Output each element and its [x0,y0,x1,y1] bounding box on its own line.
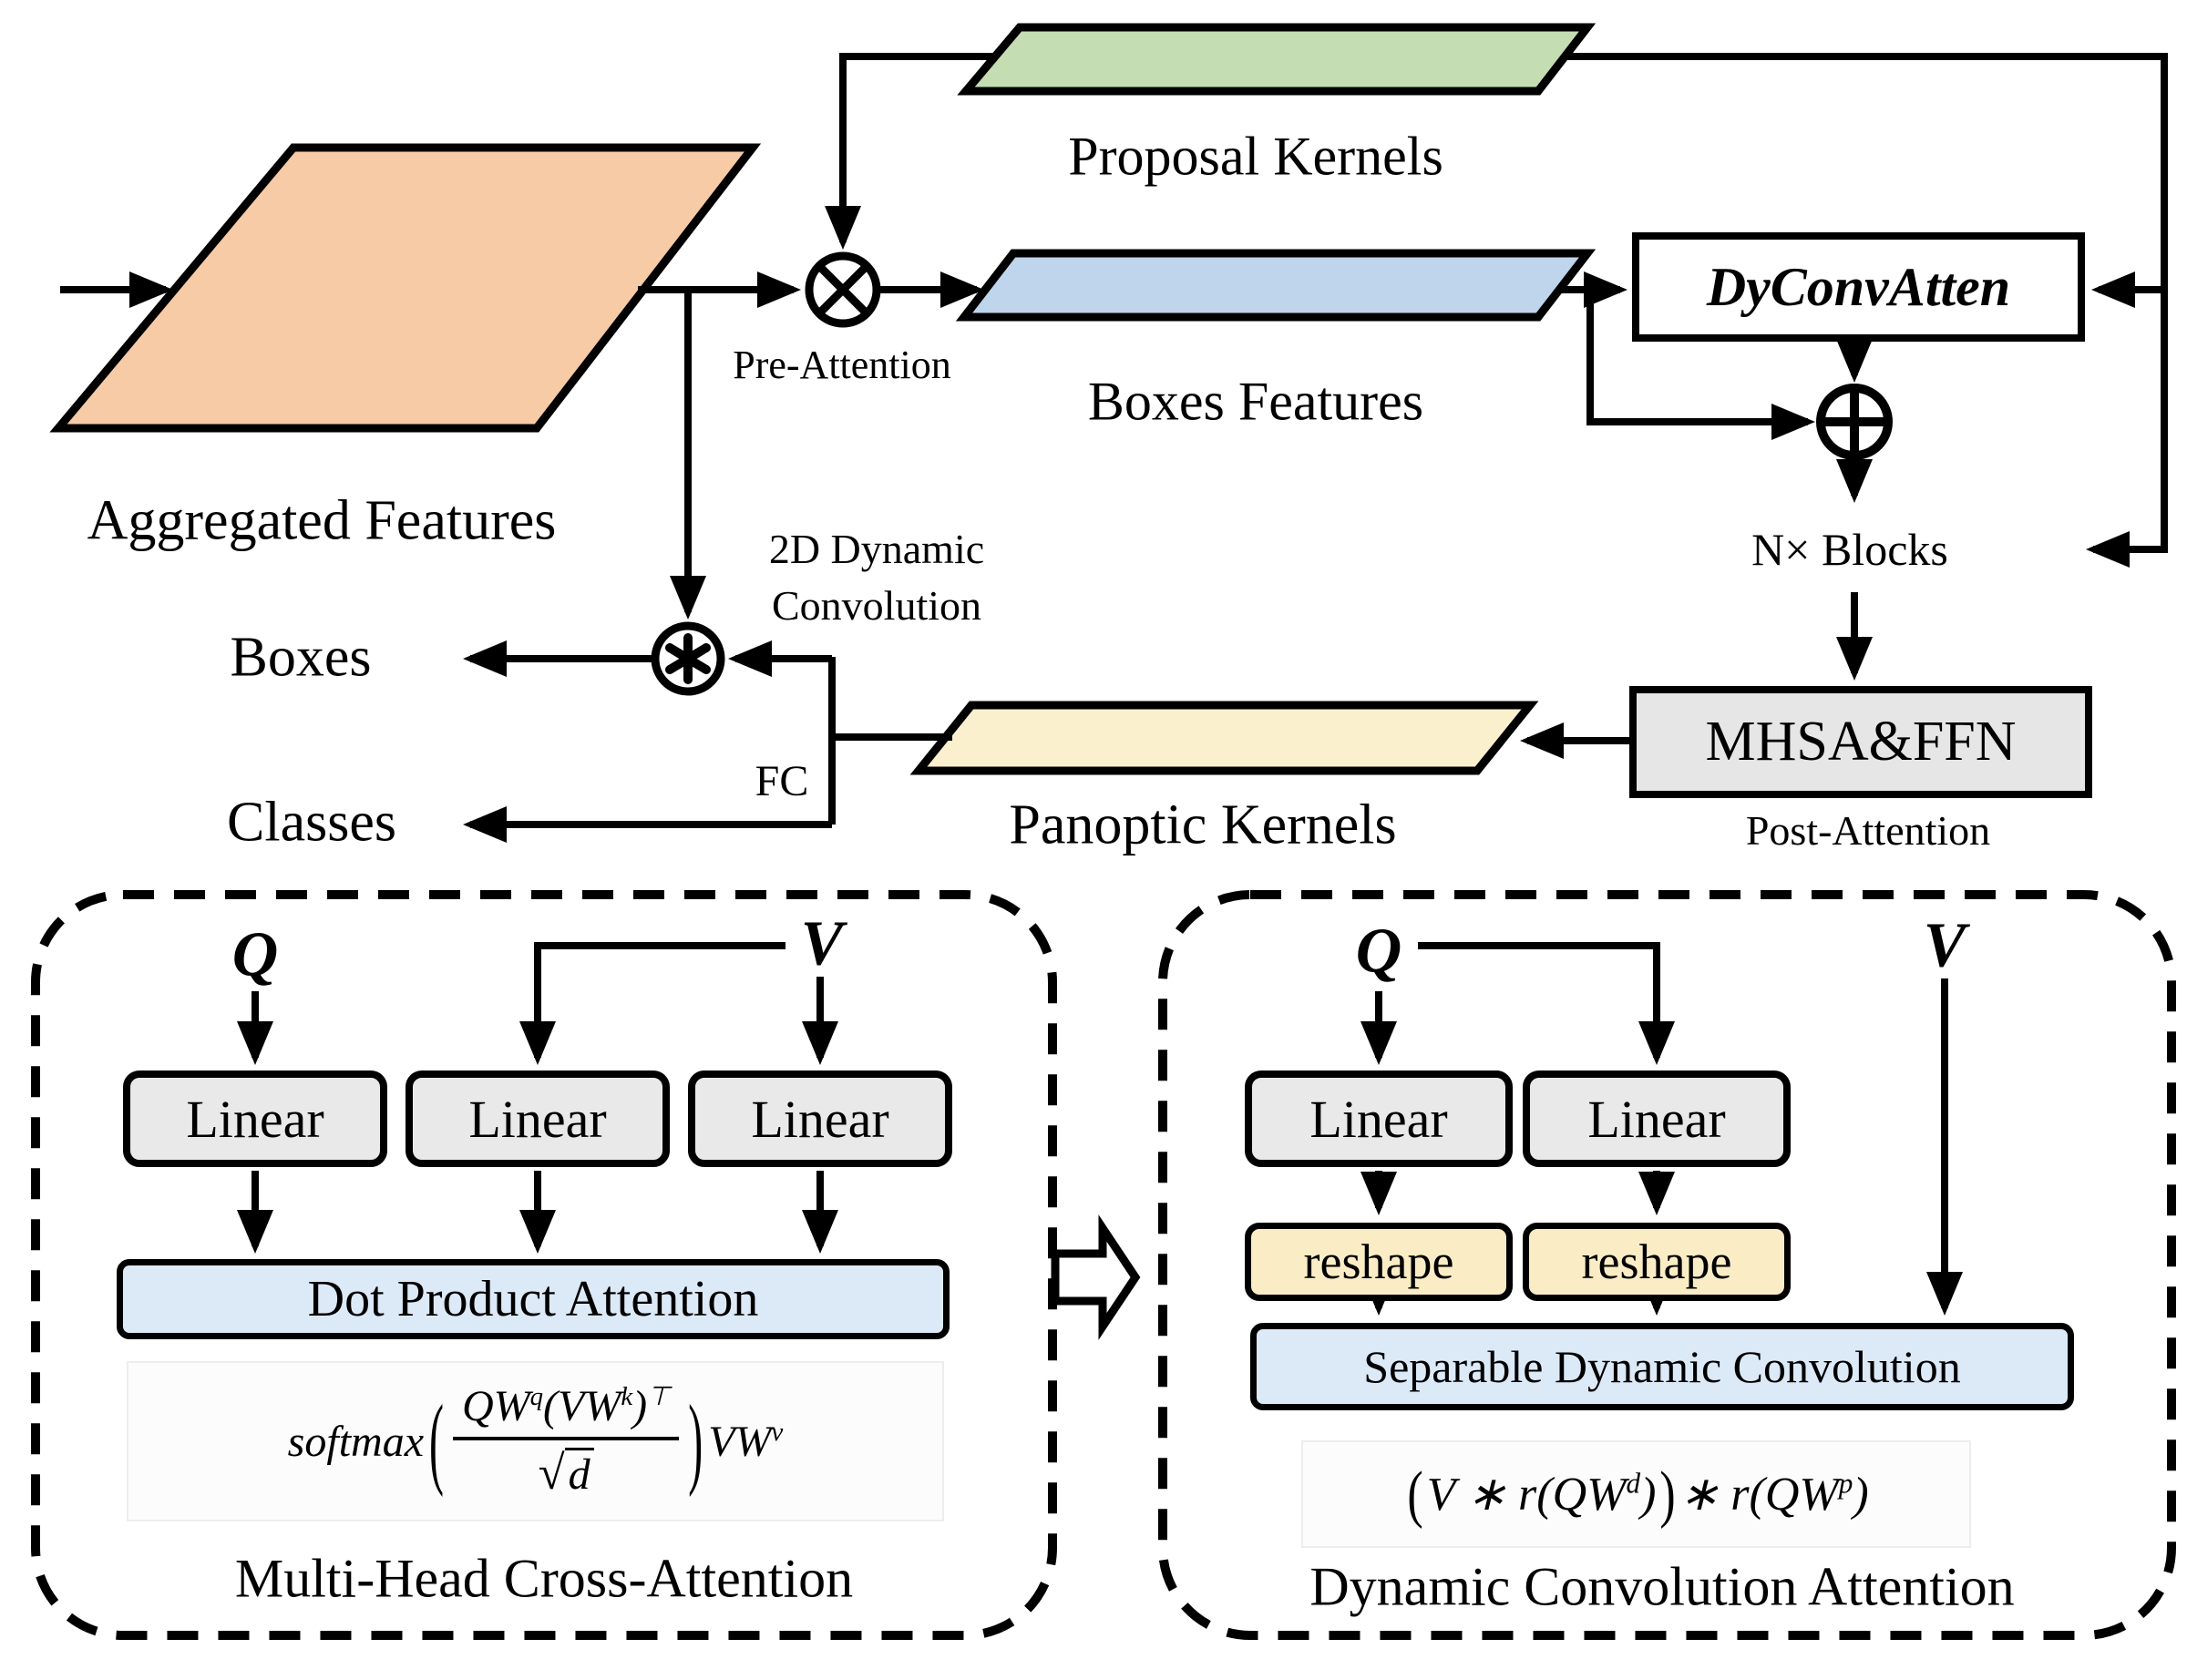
mhca-v-label: V [800,908,844,979]
mhca-formula-numerator: QWq(VWk)⊤ [452,1381,680,1441]
mhca-num-a-sup: q [529,1382,544,1412]
proposal-feedback-line [1564,53,2168,568]
dca-linear-2: Linear [1523,1070,1791,1167]
dca-reshape-1: reshape [1245,1223,1513,1301]
panel-borders [31,890,2176,1640]
mhca-panel-border [31,890,1057,1640]
fc-label: FC [755,756,809,805]
dca-formula-rparen: ) [1659,1459,1676,1530]
proposal-to-multiply [825,53,995,250]
mhca-den-sqrt: √ [538,1447,565,1501]
panoptic-kernels-label: Panoptic Kernels [1009,794,1397,856]
mhca-den-var: d [564,1448,594,1500]
aggregated-features-label: Aggregated Features [87,489,557,552]
mhca-formula-fraction: QWq(VWk)⊤ √d [452,1381,680,1501]
dca-formula-lparen: ( [1407,1459,1423,1530]
parallelogram-shapes [49,23,1597,775]
boxes-features-branch-to-add [1586,290,1815,440]
separable-dynamic-convolution-box: Separable Dynamic Convolution [1250,1323,2074,1410]
mhca-caption: Multi-Head Cross-Attention [234,1548,854,1609]
transform-block-arrow-icon [1051,1214,1141,1340]
dca-caption: Dynamic Convolution Attention [1309,1556,2015,1617]
mhca-formula-tail: VWv [708,1417,783,1467]
aggregated-features-shape [49,143,762,433]
mhca-v-to-linear2 [519,942,785,1065]
dca-formula-a: V ∗ r(QWd) [1427,1467,1657,1521]
dca-formula-c: ∗ r(QWp) [1679,1467,1869,1521]
dot-product-attention-box: Dot Product Attention [117,1259,950,1339]
dynamic-convolution-label-line2: Convolution [771,582,982,629]
mhca-formula-denominator: √d [539,1440,594,1501]
mhca-tail-sup: v [771,1417,784,1447]
multiply-node [805,251,881,328]
mhca-num-b: (VW [543,1382,621,1431]
n-blocks-label: N× Blocks [1751,523,1948,575]
dca-c-sup: p [1838,1467,1853,1500]
mhca-formula-lparen: ( [429,1384,444,1499]
boxes-output-label: Boxes [230,626,372,689]
mhca-num-c-sup: ⊤ [647,1382,671,1412]
dyconvatten-box: DyConvAtten [1632,232,2085,342]
convolution-node [651,621,725,696]
dynamic-convolution-label: 2D Dynamic Convolution [769,521,984,634]
boxes-features-label: Boxes Features [1087,371,1424,432]
proposal-kernels-shape [957,23,1597,96]
dca-reshape-2: reshape [1523,1223,1791,1301]
mhca-linear-2: Linear [406,1070,670,1167]
dca-b: ) [1640,1469,1657,1521]
dca-v-label: V [1923,910,1966,981]
mhca-formula-softmax: softmax [287,1417,424,1466]
mhca-linear-3: Linear [688,1070,952,1167]
dynamic-convolution-label-line1: 2D Dynamic [768,525,985,572]
dca-a-sup: d [1626,1467,1641,1500]
dca-q-to-linear2 [1418,942,1675,1065]
mhca-formula-rparen: ) [688,1384,703,1499]
mhca-num-c: ) [632,1382,648,1431]
dca-c: ∗ r(QW [1679,1469,1839,1521]
dca-formula: ( V ∗ r(QWd) ) ∗ r(QWp) [1301,1440,1971,1548]
connector-lines [60,53,2168,1316]
mhca-q-label: Q [231,919,279,990]
dca-linear-1: Linear [1245,1070,1513,1167]
dca-a: V ∗ r(QW [1426,1469,1627,1521]
mhca-num-a: QW [461,1382,530,1431]
dca-q-label: Q [1355,916,1402,987]
classes-output-label: Classes [227,791,396,854]
mhsa-ffn-box: MHSA&FFN [1629,686,2092,798]
post-attention-label: Post-Attention [1745,806,1991,854]
pre-attention-label: Pre-Attention [733,342,951,387]
mhca-formula: softmax ( QWq(VWk)⊤ √d ) VWv [127,1361,944,1521]
dca-d: ) [1853,1469,1869,1521]
mhca-linear-1: Linear [123,1070,387,1167]
dca-panel-border [1158,890,2176,1640]
panoptic-kernels-shape [909,701,1539,775]
mhca-tail: VW [708,1417,772,1466]
mhca-num-b-sup: k [621,1382,633,1412]
boxes-features-shape [955,249,1597,322]
add-node [1816,384,1893,460]
proposal-kernels-label: Proposal Kernels [1068,126,1443,187]
